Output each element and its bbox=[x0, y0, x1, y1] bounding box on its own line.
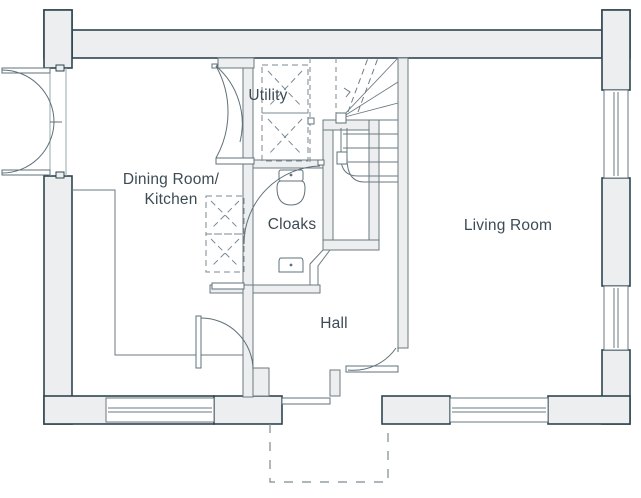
door-utility-arc-outer bbox=[215, 65, 229, 159]
label-dining-kitchen-line2: Kitchen bbox=[144, 191, 197, 208]
door-utility-leaf bbox=[215, 157, 255, 165]
exterior-wall-bottom-mid-pier-2 bbox=[381, 395, 451, 425]
door-cloaks bbox=[211, 159, 325, 290]
stair-winder bbox=[340, 81, 399, 119]
porch-outline bbox=[269, 424, 389, 483]
label-hall: Hall bbox=[320, 315, 348, 332]
door-living-hall-leaf bbox=[345, 365, 399, 373]
french-door-hinge-upper bbox=[55, 64, 65, 72]
interior-wall-dining-hall bbox=[242, 284, 254, 398]
french-door-leaf-upper bbox=[1, 67, 62, 123]
door-utility bbox=[211, 63, 255, 165]
door-dining-hall-leaf bbox=[195, 315, 202, 369]
staircase bbox=[335, 57, 399, 183]
cloaks-chamfer-line-inner bbox=[317, 249, 331, 285]
exterior-wall-top bbox=[71, 29, 613, 59]
exterior-wall-right-upper bbox=[601, 9, 631, 91]
utility-appliances bbox=[217, 57, 315, 162]
door-utility-arc bbox=[215, 65, 243, 143]
exterior-wall-left-upper bbox=[43, 9, 73, 69]
window-bottom-right bbox=[449, 397, 549, 423]
stair-newel-post bbox=[335, 112, 347, 124]
french-doors-left bbox=[1, 64, 67, 179]
exterior-walls bbox=[43, 9, 631, 425]
room-labels: Dining Room/ Kitchen Utility Cloaks Hall… bbox=[123, 87, 552, 332]
interior-pier-dining-hall bbox=[252, 367, 270, 397]
window-right-lower bbox=[603, 285, 629, 351]
window-right-upper bbox=[603, 89, 629, 179]
exterior-wall-bottom-mid-pier bbox=[213, 395, 283, 425]
porch-dashed-boundary bbox=[269, 424, 389, 483]
kitchen-appliance-upper bbox=[205, 195, 245, 235]
french-door-hinge-lower bbox=[55, 171, 65, 179]
exterior-wall-right-middle bbox=[601, 177, 631, 287]
basin-plug-dot bbox=[289, 263, 293, 267]
interior-wall-living-hall bbox=[397, 57, 409, 349]
door-cloaks-arc bbox=[243, 165, 321, 245]
interior-pier-front-door bbox=[329, 369, 341, 397]
kitchen-appliances bbox=[205, 195, 245, 273]
interior-wall-cloaks-bottom-right bbox=[322, 239, 380, 251]
label-dining-kitchen-line1: Dining Room/ bbox=[123, 171, 220, 188]
utility-appliance-upper bbox=[261, 64, 309, 114]
interior-wall-stair-side bbox=[368, 119, 380, 251]
interior-walls bbox=[209, 57, 409, 398]
stair-winder bbox=[340, 102, 399, 119]
utility-door-head-nib bbox=[217, 57, 255, 69]
utility-latch-block bbox=[307, 117, 315, 125]
internal-doors bbox=[195, 63, 399, 405]
exterior-wall-left-lower bbox=[43, 175, 73, 425]
label-utility: Utility bbox=[248, 87, 287, 104]
windows bbox=[105, 89, 629, 423]
door-cloaks-leaf bbox=[211, 282, 245, 290]
label-cloaks: Cloaks bbox=[268, 216, 317, 233]
utility-appliance-lower bbox=[261, 112, 309, 162]
door-front-entry bbox=[281, 397, 331, 405]
cloaks-chamfer-line bbox=[309, 249, 324, 285]
interior-wall-cloaks-bottom bbox=[209, 284, 321, 294]
door-living-hall-arc bbox=[347, 347, 397, 371]
interior-wall-utility-left bbox=[242, 57, 254, 167]
stair-direction-arrow bbox=[343, 87, 351, 98]
window-bottom-left bbox=[105, 397, 215, 423]
cloaks-angled-corner bbox=[309, 249, 331, 285]
kitchen-appliance-lower bbox=[205, 233, 245, 273]
cloaks-fixtures bbox=[276, 169, 306, 273]
french-door-leaf-lower bbox=[1, 121, 55, 176]
door-front-entry-threshold bbox=[281, 397, 331, 405]
wc-flush-dot bbox=[289, 173, 293, 177]
kitchen-worktop-outline bbox=[72, 189, 243, 356]
door-dining-hall-arc bbox=[200, 317, 254, 371]
exterior-wall-bottom-right-pier bbox=[547, 395, 631, 425]
label-living-room: Living Room bbox=[464, 217, 552, 234]
stair-balustrade-post bbox=[336, 151, 348, 165]
interior-wall-cloaks-right bbox=[322, 121, 334, 251]
door-living-hall bbox=[345, 346, 399, 373]
stair-direction-line-2 bbox=[357, 57, 379, 113]
kitchen-worktop bbox=[72, 189, 243, 356]
wc-pan bbox=[276, 180, 306, 206]
stair-direction-line bbox=[347, 57, 369, 113]
door-dining-hall bbox=[195, 315, 254, 371]
stair-winder bbox=[340, 57, 399, 119]
